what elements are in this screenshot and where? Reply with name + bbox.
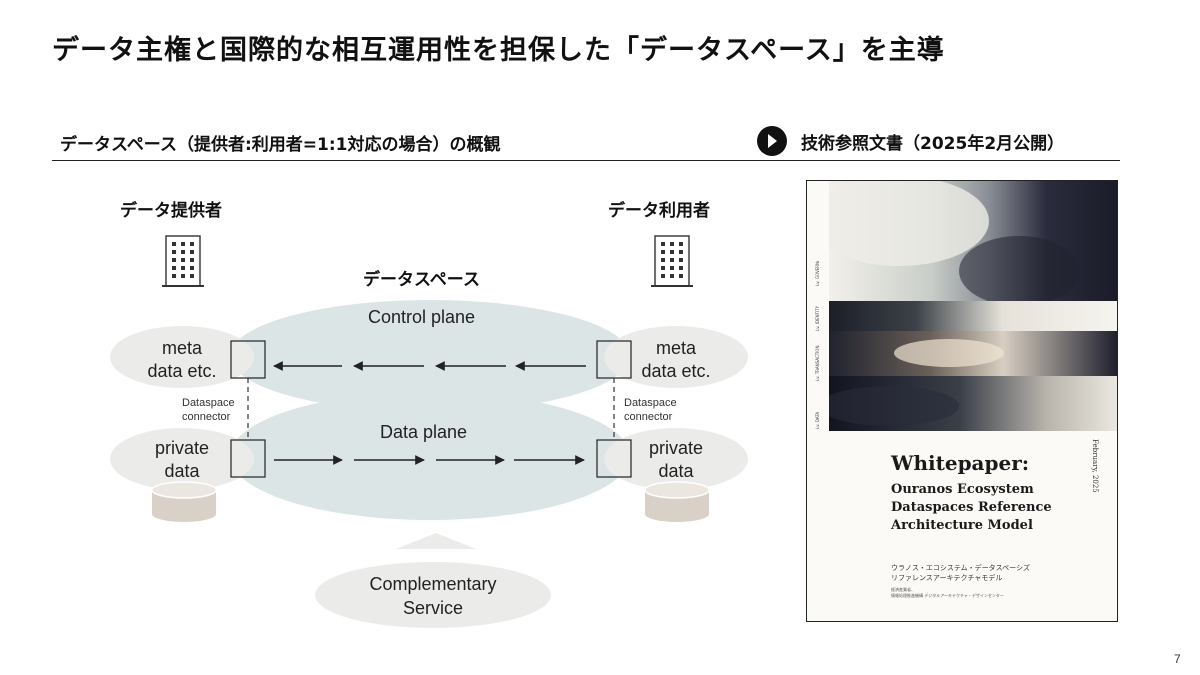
complementary-service-label: Complementary Service [333,572,533,620]
cover-publisher-line2: 情報処理推進機構 デジタルアーキテクチャ・デザインセンター [891,593,1004,598]
provider-meta-data-label: meta data etc. [130,337,234,383]
consumer-private-data [604,428,748,490]
provider-private-data [110,428,254,490]
whitepaper-cover: Lv. DATA Lv. TRANSACTION Lv. IDENTITY Lv… [806,180,1118,622]
consumer-private-data-label: private data [624,437,728,483]
spine-label: Lv. TRANSACTION [815,346,820,381]
cover-spine-labels: Lv. DATA Lv. TRANSACTION Lv. IDENTITY Lv… [815,261,820,429]
consumer-meta-data-label: meta data etc. [624,337,728,383]
provider-private-data-label: private data [130,437,234,483]
diagram-subtitle: データスペース（提供者:利用者=1:1対応の場合）の概観 [60,135,501,155]
provider-meta-data-line1: meta [161,338,203,358]
spine-label: Lv. GOVERNANCE [815,261,820,286]
provider-building-icon [161,235,205,288]
dataspace-diagram [110,235,748,628]
dataspace-label: データスペース [363,270,480,290]
consumer-meta-data-line1: meta [655,338,697,358]
ouranos-logo-icon [757,126,787,156]
provider-private-data-line2: data [164,461,200,481]
cover-japanese-title-line1: ウラノス・エコシステム・データスペーシズ [891,564,1031,572]
consumer-private-data-line1: private [648,438,704,458]
consumer-meta-data [604,326,748,388]
cover-subtitle: Ouranos Ecosystem Dataspaces Reference A… [891,482,1052,533]
provider-label: データ提供者 [120,201,222,221]
data-plane-label: Data plane [380,422,468,442]
consumer-connector-label: Dataspace connector [624,396,677,424]
provider-connector-line2: connector [182,411,231,423]
consumer-database-icon [644,481,710,523]
consumer-private-data-line2: data [658,461,694,481]
document-heading-text: 技術参照文書（2025年2月公開） [801,133,1065,154]
slide-title: データ主権と国際的な相互運用性を担保した「データスペース」を主導 [52,35,945,66]
cover-date: February, 2025 [1091,439,1099,493]
document-heading: 技術参照文書（2025年2月公開） [757,126,1064,156]
consumer-connector-data [596,439,632,478]
consumer-meta-data-line2: data etc. [641,361,711,381]
consumer-label: データ利用者 [608,201,710,221]
page-number: 7 [1174,652,1181,666]
provider-meta-data [110,326,254,388]
spine-label: Lv. IDENTITY [815,305,820,331]
provider-connector-label: Dataspace connector [182,396,235,424]
consumer-connector-line1: Dataspace [624,397,677,409]
service-pointer-triangle [396,533,476,549]
provider-meta-data-line2: data etc. [147,361,217,381]
provider-database-icon [151,481,217,523]
cover-japanese-title-line2: リファレンスアーキテクチャモデル [891,574,1003,582]
complementary-service-line1: Complementary [369,574,497,594]
complementary-service-line2: Service [402,598,464,618]
heading-divider [52,160,1120,161]
control-plane-label: Control plane [368,307,476,327]
provider-connector-line1: Dataspace [182,397,235,409]
spine-label: Lv. DATA [815,412,820,429]
cover-title: Whitepaper: [891,451,1030,475]
consumer-building-icon [650,235,694,288]
provider-connector-data [230,439,266,478]
consumer-connector-line2: connector [624,411,673,423]
cover-abstract-art [829,181,1117,431]
complementary-service [315,562,551,628]
provider-private-data-line1: private [154,438,210,458]
data-plane [230,392,630,520]
cover-publisher-line1: 経済産業省、 [891,587,915,592]
control-plane [230,300,630,412]
